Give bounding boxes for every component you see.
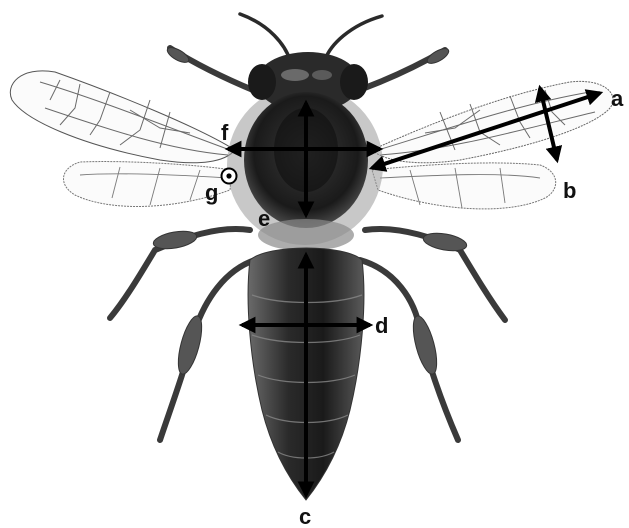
left-forewing <box>10 71 235 163</box>
label-c: c <box>299 504 311 528</box>
label-d: d <box>375 313 388 338</box>
right-forewing <box>372 81 613 162</box>
label-f: f <box>221 120 229 145</box>
label-e: e <box>258 206 270 231</box>
marker-g-circle <box>222 169 237 184</box>
label-g: g <box>205 180 218 205</box>
right-hindwing <box>372 163 556 209</box>
petiole-hair <box>258 219 354 251</box>
label-a: a <box>611 86 624 111</box>
label-b: b <box>563 178 576 203</box>
